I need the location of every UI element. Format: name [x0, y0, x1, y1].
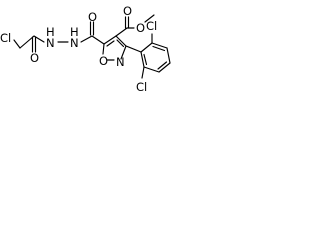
- bond-c-nh: [33, 35, 45, 43]
- aryl-bond-2: [151, 42, 168, 49]
- aryl-bond-4: [158, 62, 171, 73]
- atom-cl-chloroacetyl: Cl: [0, 31, 11, 45]
- atom-nh-first: N: [46, 36, 55, 50]
- aryl-inner-3: [143, 53, 148, 66]
- atom-n-isoxazole: N: [116, 55, 125, 69]
- bond-c4-c3-inner: [116, 39, 125, 48]
- atom-o-chloroacetyl: O: [30, 51, 39, 65]
- atom-o-ester-carbonyl: O: [123, 4, 132, 18]
- aryl-inner-2: [157, 61, 168, 70]
- atom-o-isoxazole: O: [99, 54, 108, 68]
- bond-c5-c4: [103, 35, 117, 45]
- bond-aryl-cl-bottom: [141, 66, 145, 79]
- aryl-inner-1: [152, 45, 166, 52]
- atom-nh-first-h: H: [46, 25, 55, 39]
- atom-nh-second-h: H: [70, 25, 79, 39]
- atom-cl-aryl-top: Cl: [146, 19, 157, 33]
- atom-nh-second: N: [70, 36, 79, 50]
- aryl-bond-6: [140, 51, 145, 68]
- bond-cl-ch2: [13, 39, 21, 49]
- bond-ch2-c: [19, 35, 35, 49]
- atom-o-ester: O: [136, 21, 145, 35]
- bond-c3-n: [120, 45, 127, 60]
- bond-c3-aryl: [125, 45, 142, 53]
- bond-o-methyl: [144, 14, 155, 23]
- chemical-structure: Cl O N H N H O O O O N Cl Cl: [0, 4, 171, 94]
- bond-c5-c4-double: [106, 40, 115, 47]
- atom-cl-aryl-bottom: Cl: [136, 80, 147, 94]
- aryl-bond-3: [166, 47, 171, 64]
- bond-o-c5: [102, 43, 105, 55]
- bond-nh-c: [80, 35, 93, 43]
- bond-c4-c3: [115, 35, 127, 47]
- bond-c-c5: [91, 35, 105, 45]
- aryl-bond-1: [140, 42, 153, 53]
- bond-c4-cester: [115, 27, 128, 37]
- atom-o-hydrazide: O: [88, 10, 97, 24]
- aryl-bond-5: [143, 66, 160, 73]
